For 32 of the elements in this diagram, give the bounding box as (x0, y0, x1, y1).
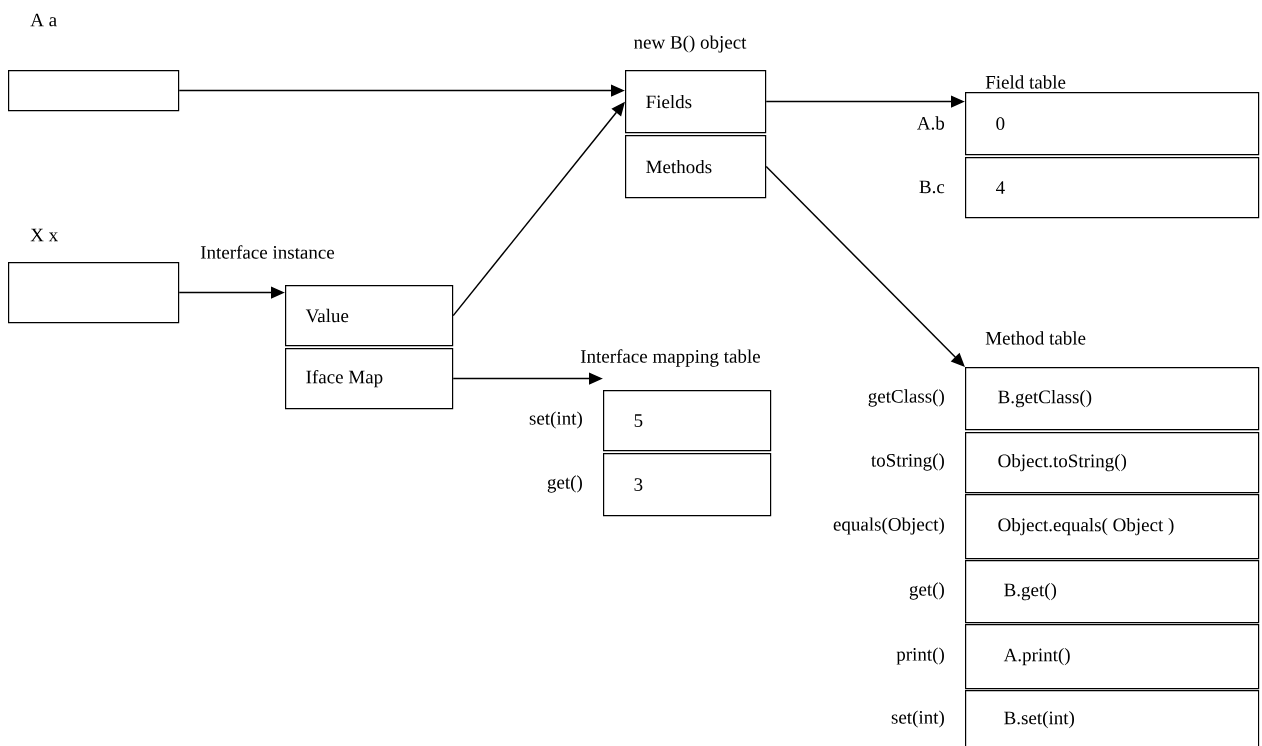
row-label: get() (547, 475, 582, 493)
heading: Interface mapping table (580, 349, 760, 367)
table-row: 5 (603, 390, 772, 452)
row-label: print() (896, 647, 944, 665)
table-row: Object.toString() (965, 432, 1260, 494)
object-box: Methods (625, 135, 767, 199)
arrow (765, 165, 965, 367)
row-label: equals(Object) (833, 517, 944, 535)
heading: new B() object (634, 35, 747, 53)
row-label: toString() (871, 453, 944, 471)
heading: Method table (985, 331, 1086, 345)
table-row: A.print() (965, 624, 1260, 690)
table-row: B.set(int) (965, 690, 1260, 746)
row-label: set(int) (891, 710, 944, 728)
table-row: 4 (965, 157, 1260, 219)
row-label: B.c (919, 180, 945, 194)
heading: Field table (985, 75, 1066, 89)
table-row: B.get() (965, 560, 1260, 624)
table-row: B.getClass() (965, 367, 1260, 431)
row-label: get() (909, 582, 944, 600)
table-row: Object.equals( Object ) (965, 494, 1260, 560)
table-row: 0 (965, 92, 1260, 156)
heading: X x (30, 228, 58, 242)
row-label: set(int) (529, 411, 582, 429)
row-label: A.b (917, 116, 945, 130)
object-box: Value (285, 285, 454, 347)
heading: Interface instance (200, 245, 335, 259)
heading: A a (30, 13, 57, 27)
object-box: Iface Map (285, 348, 454, 410)
row-label: getClass() (868, 389, 944, 407)
object-box: Fields (625, 70, 767, 134)
table-row: 3 (603, 453, 772, 517)
